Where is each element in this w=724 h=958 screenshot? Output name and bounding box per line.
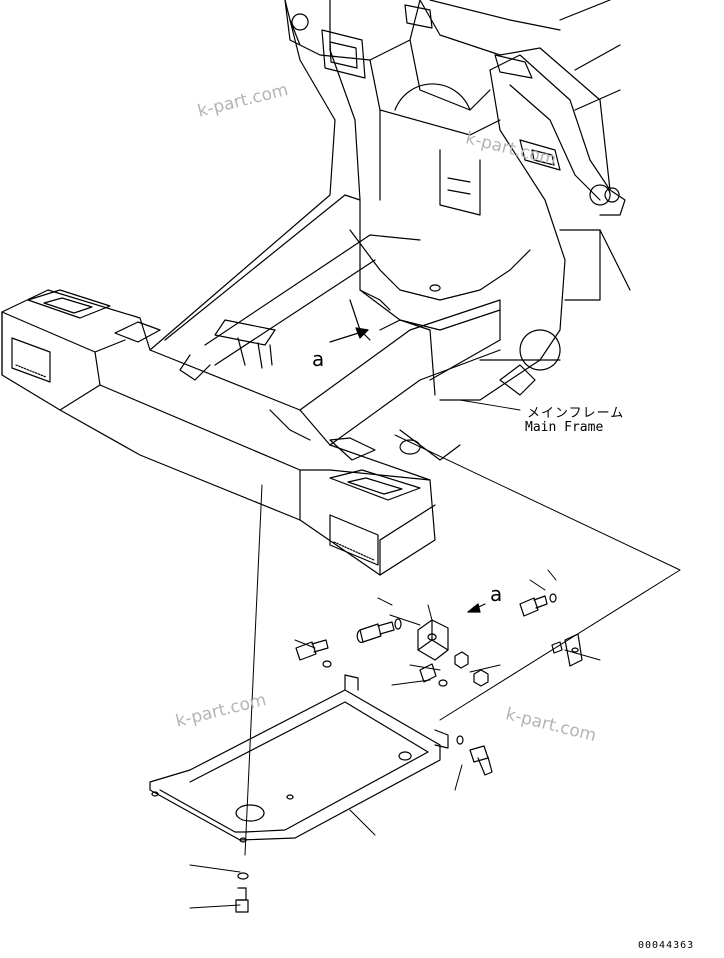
- washer-upper-right: [549, 593, 557, 603]
- section-a-arrow-upper: [329, 327, 369, 343]
- main-frame-label-en: Main Frame: [525, 420, 604, 435]
- section-a-label-upper: a: [312, 347, 325, 371]
- nut-center: [454, 651, 469, 669]
- spacer-center: [419, 663, 437, 683]
- washer-lower-right: [456, 735, 464, 745]
- bracket-center: [417, 619, 449, 661]
- nut-right: [473, 669, 489, 687]
- bolt-upper-center: [356, 621, 395, 643]
- washer-upper-center: [394, 618, 402, 630]
- bolt-upper-right: [519, 595, 548, 617]
- bolt-lower-right: [469, 745, 493, 776]
- main-frame-label-jp: メインフレーム: [527, 406, 625, 421]
- bracket-right: [564, 633, 583, 667]
- drawing-number: 00044363: [638, 940, 695, 951]
- guide-lines: [189, 399, 681, 909]
- pin-right: [551, 641, 563, 654]
- bolt-bottom: [235, 887, 249, 913]
- section-a-arrow-lower: [467, 603, 486, 613]
- washer-left: [322, 660, 332, 668]
- main-frame: [1, 0, 631, 576]
- bolt-left: [295, 639, 329, 661]
- section-a-label-lower: a: [490, 582, 503, 606]
- guard-plate: [149, 674, 449, 843]
- washer-center: [438, 679, 448, 687]
- washer-bottom: [237, 872, 249, 880]
